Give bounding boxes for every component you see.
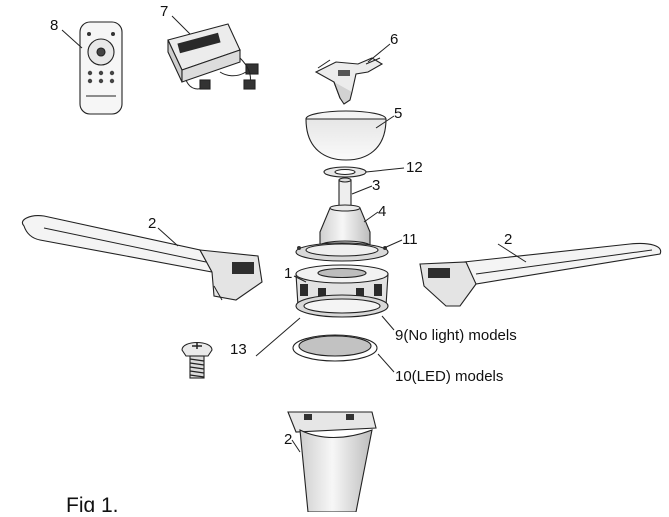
receiver-part	[167, 23, 259, 90]
callout-13: 13	[230, 341, 247, 358]
callout-7: 7	[160, 3, 168, 20]
callout-5: 5	[394, 105, 402, 122]
cover-ring-part	[323, 166, 367, 178]
bottom-blade-part	[287, 411, 377, 513]
callout-12: 12	[406, 159, 423, 176]
left-blade-part	[22, 215, 263, 301]
callout-10-led-models: 10(LED) models	[395, 368, 503, 385]
remote-control-part	[79, 21, 123, 115]
callout-4: 4	[378, 203, 386, 220]
screw-part	[181, 341, 213, 379]
callout-1: 1	[284, 265, 292, 282]
callout-11: 11	[402, 231, 418, 248]
callout-2-left-blade: 2	[148, 215, 156, 232]
callout-9-no-light-models: 9(No light) models	[395, 327, 517, 344]
led-light-plate-part	[292, 334, 378, 362]
motor-flange-part	[295, 242, 389, 262]
callout-8: 8	[50, 17, 58, 34]
right-blade-part	[419, 242, 662, 307]
callout-2-right-blade: 2	[504, 231, 512, 248]
switch-housing-part	[295, 264, 389, 318]
figure-label: Fig 1.	[66, 494, 119, 512]
mounting-bracket-part	[314, 57, 384, 105]
leader-lines	[61, 15, 527, 453]
canopy-part	[305, 110, 387, 161]
callout-6: 6	[390, 31, 398, 48]
callout-3: 3	[372, 177, 380, 194]
downrod-part	[338, 177, 352, 211]
callout-2-bottom-blade: 2	[284, 431, 292, 448]
